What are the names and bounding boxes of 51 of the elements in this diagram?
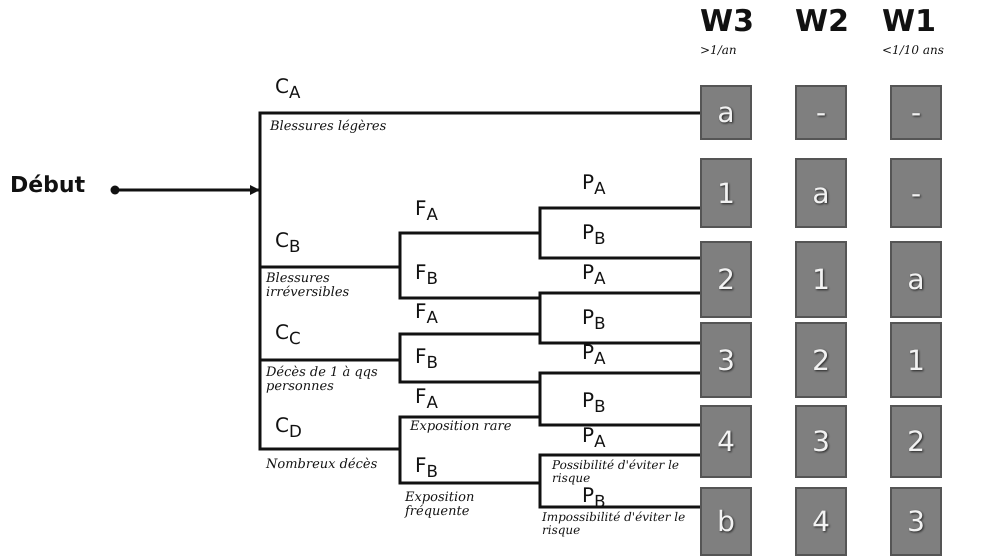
- branch-symbol: P$_{A}$: [582, 425, 606, 450]
- branch-symbol: P$_{A}$: [582, 262, 606, 288]
- branch-description: Décès de 1 à qqs personnes: [266, 366, 379, 394]
- branch-line: [258, 112, 700, 190]
- result-box: 3: [795, 405, 847, 478]
- result-box: 1: [795, 241, 847, 318]
- branch-symbol: F$_{B}$: [415, 455, 438, 480]
- branch-symbol: P$_{B}$: [582, 307, 606, 332]
- branch-symbol: F$_{A}$: [415, 301, 438, 326]
- result-box: -: [795, 85, 847, 140]
- branch-symbol: C$_{A}$: [275, 76, 300, 102]
- branch-description: Exposition rare: [410, 420, 512, 434]
- frequency-note: <1/10 ans: [882, 44, 944, 57]
- branch-symbol: C$_{D}$: [275, 415, 302, 440]
- start-label: Début: [10, 173, 86, 198]
- frequency-note: >1/an: [700, 44, 737, 57]
- branch-symbol: F$_{A}$: [415, 198, 438, 224]
- branch-description: Exposition fréquente: [405, 491, 476, 518]
- result-box: b: [700, 487, 752, 556]
- column-heading: W2: [795, 6, 849, 38]
- branch-symbol: P$_{B}$: [582, 222, 606, 248]
- result-box: a: [890, 241, 942, 318]
- branch-symbol: F$_{B}$: [415, 346, 438, 372]
- result-box: 3: [890, 487, 942, 556]
- result-box: a: [700, 85, 752, 140]
- result-box: 3: [700, 322, 752, 398]
- branch-symbol: F$_{B}$: [415, 262, 438, 288]
- branch-symbol: C$_{B}$: [275, 230, 300, 256]
- result-box: 2: [795, 322, 847, 398]
- result-box: -: [890, 158, 942, 228]
- arrow: [110, 185, 260, 195]
- branch-symbol: C$_{C}$: [275, 322, 301, 348]
- branch-symbol: F$_{A}$: [415, 386, 438, 412]
- branch-description: Impossibilité d'éviter le risque: [542, 511, 686, 536]
- result-box: -: [890, 85, 942, 140]
- branch-description: Blessures irréversibles: [266, 272, 350, 300]
- result-box: 1: [890, 322, 942, 398]
- result-box: 4: [795, 487, 847, 556]
- result-box: 4: [700, 405, 752, 478]
- branch-symbol: P$_{B}$: [582, 390, 606, 416]
- branch-symbol: P$_{A}$: [582, 342, 606, 368]
- result-box: a: [795, 158, 847, 228]
- column-heading: W3: [700, 6, 754, 38]
- branch-description: Blessures légères: [270, 120, 388, 134]
- branch-description: Possibilité d'éviter le risque: [552, 459, 680, 484]
- branch-description: Nombreux décès: [266, 458, 378, 472]
- column-heading: W1: [882, 6, 936, 38]
- result-box: 1: [700, 158, 752, 228]
- branch-symbol: P$_{A}$: [582, 172, 606, 198]
- result-box: 2: [890, 405, 942, 478]
- result-box: 2: [700, 241, 752, 318]
